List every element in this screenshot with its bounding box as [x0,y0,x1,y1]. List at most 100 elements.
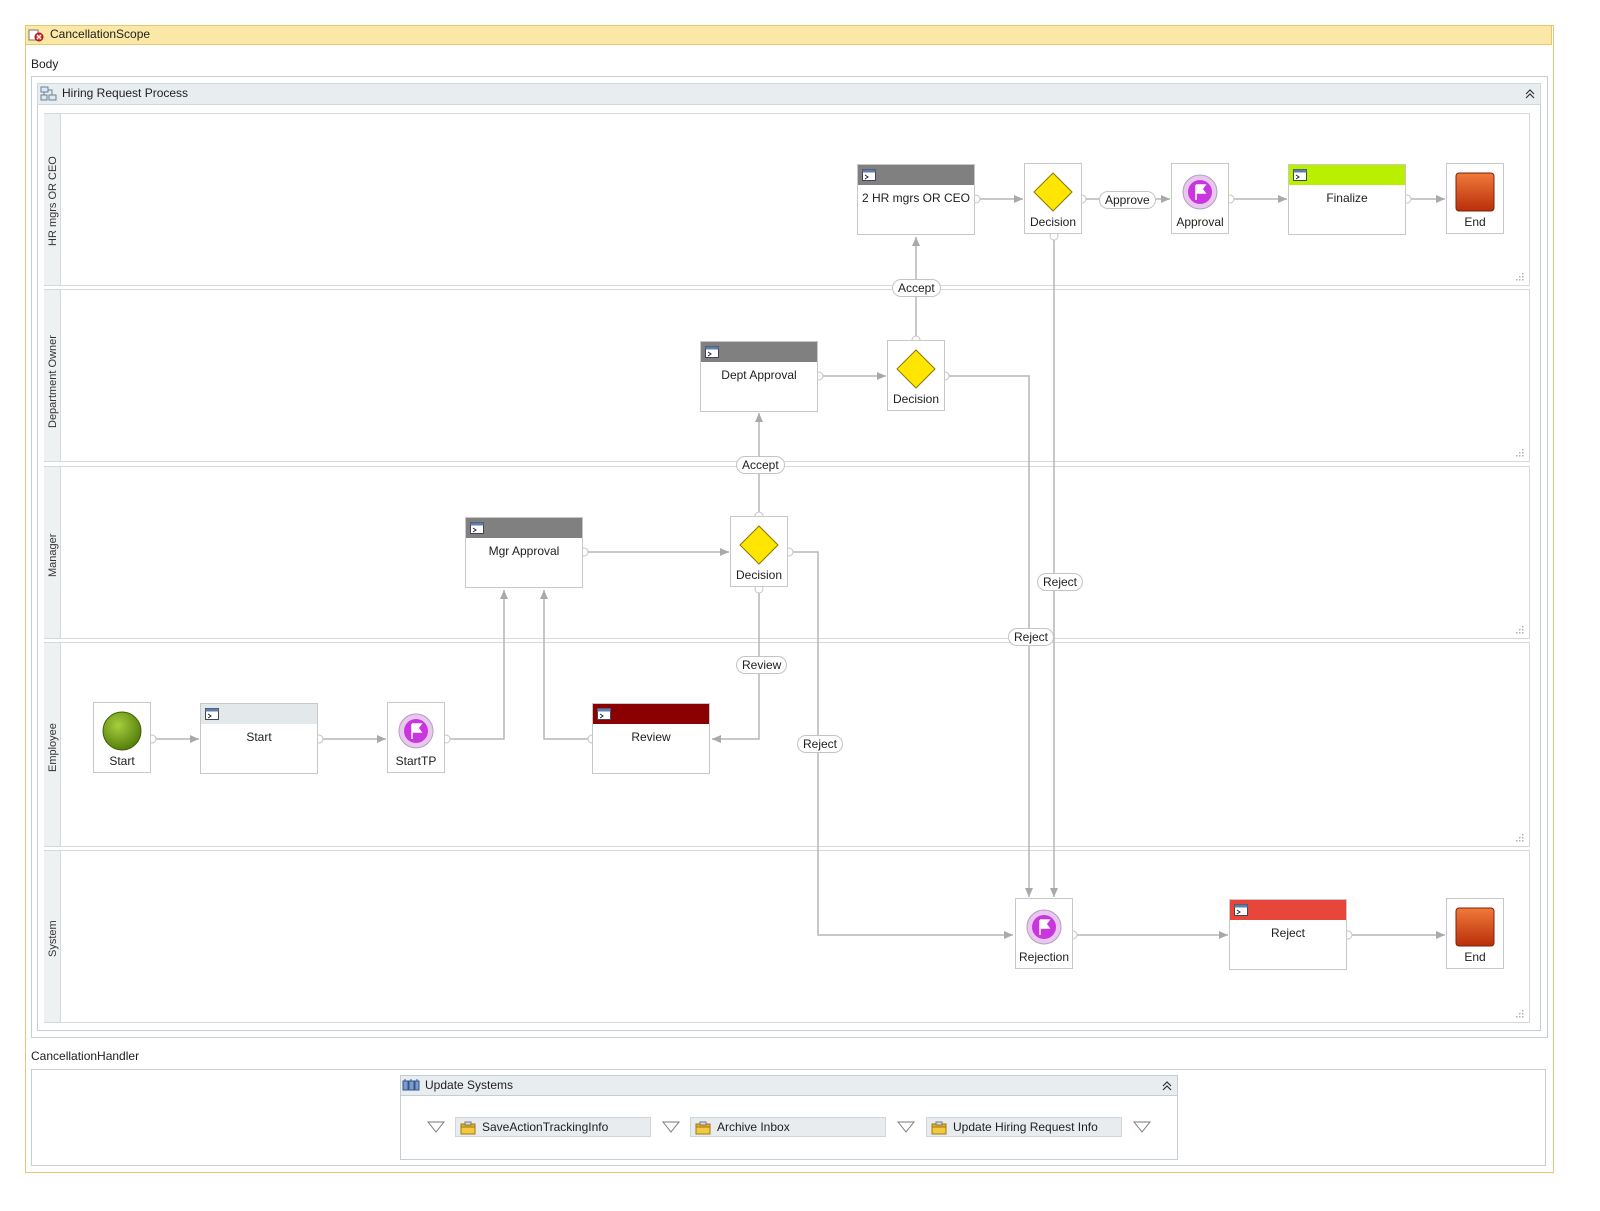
task-icon [597,708,611,720]
scope-title: CancellationScope [50,27,151,41]
activity-save-action-tracking[interactable]: SaveActionTrackingInfo [455,1117,651,1137]
activity-archive-inbox[interactable]: Archive Inbox [690,1117,886,1137]
task-start[interactable]: Start [200,703,318,774]
task-icon [705,346,719,358]
flow-starttp-to-mgr [446,590,508,740]
taskpoint-label: StartTP [395,754,437,768]
sequence-icon [402,1078,420,1092]
task-hr-approval[interactable]: 2 HR mgrs OR CEO [857,164,975,235]
drop-target-icon[interactable] [662,1121,680,1133]
body-container [31,76,1548,1038]
flow-mgr-decision-review [712,589,760,743]
task-icon [470,522,484,534]
lane-employee-header [44,643,61,846]
task-finalize[interactable]: Finalize [1288,164,1406,235]
starttp-taskpoint[interactable]: StartTP [387,702,445,773]
activity-label: Archive Inbox [717,1120,790,1134]
collapse-icon[interactable] [1523,87,1537,101]
label-reject-mgr[interactable]: Reject [797,735,844,753]
task-icon [1293,169,1307,181]
end-event-icon [1455,907,1495,947]
label-reject-hr[interactable]: Reject [1037,573,1084,591]
task-header-bar [701,342,817,362]
decision-mgr[interactable]: Decision [730,516,788,587]
flag-icon [1182,174,1218,210]
end-event-icon [1455,172,1495,212]
scope-header[interactable] [25,25,1552,45]
resize-grip-icon[interactable] [1514,271,1524,281]
rejection-taskpoint[interactable]: Rejection [1015,898,1073,969]
label-accept-dept[interactable]: Accept [736,456,785,474]
task-label: Dept Approval [721,368,797,382]
task-label: Mgr Approval [488,544,560,558]
cancellation-handler-container [31,1069,1546,1166]
collapse-icon[interactable] [1160,1079,1174,1093]
decision-label: Decision [1029,215,1077,229]
decision-diamond-icon [739,525,779,565]
task-dept-approval[interactable]: Dept Approval [700,341,818,412]
lane-dept-header [44,290,61,461]
taskpoint-label: Rejection [1018,950,1070,964]
taskpoint-label: Approval [1176,215,1224,229]
activity-icon [931,1121,947,1135]
resize-grip-icon[interactable] [1514,624,1524,634]
end-label: End [1464,215,1486,229]
task-label: Review [631,730,671,744]
update-systems-header[interactable] [400,1075,1178,1096]
label-reject-dept[interactable]: Reject [1008,628,1055,646]
resize-grip-icon[interactable] [1514,832,1524,842]
task-icon [205,708,219,720]
decision-hr[interactable]: Decision [1024,163,1082,234]
task-label: Start [246,730,272,744]
end-hr[interactable]: End [1446,163,1504,234]
task-header-bar [858,165,974,185]
task-header-bar [466,518,582,538]
scope-icon [28,28,44,42]
task-header-bar [1289,165,1405,185]
activity-icon [695,1121,711,1135]
cancellation-handler-label: CancellationHandler [31,1049,140,1063]
lane-system-header [44,851,61,1022]
resize-grip-icon[interactable] [1514,447,1524,457]
label-accept-hr[interactable]: Accept [892,279,941,297]
task-review[interactable]: Review [592,703,710,774]
task-header-bar [201,704,317,724]
drop-target-icon[interactable] [427,1121,445,1133]
task-header-bar [1230,900,1346,920]
process-header[interactable] [37,83,1541,105]
drop-target-icon[interactable] [897,1121,915,1133]
task-mgr-approval[interactable]: Mgr Approval [465,517,583,588]
start-event-icon [102,711,142,751]
decision-dept[interactable]: Decision [887,340,945,411]
task-reject[interactable]: Reject [1229,899,1347,970]
flag-icon [1026,909,1062,945]
task-label: Finalize [1326,191,1368,205]
activity-label: Update Hiring Request Info [953,1120,1098,1134]
update-systems-title: Update Systems [425,1078,514,1092]
flow-review-to-mgr [540,590,592,740]
approval-taskpoint[interactable]: Approval [1171,163,1229,234]
end-system[interactable]: End [1446,898,1504,969]
lane-hr-header [44,114,61,285]
label-approve[interactable]: Approve [1099,191,1156,209]
lane-manager-header [44,467,61,638]
resize-grip-icon[interactable] [1514,1008,1524,1018]
task-label: Reject [1270,926,1305,940]
task-header-bar [593,704,709,724]
decision-diamond-icon [1033,172,1073,212]
flow-dept-decision-reject [945,375,1033,897]
activity-update-hiring-request[interactable]: Update Hiring Request Info [926,1117,1122,1137]
decision-label: Decision [892,392,940,406]
flag-icon [398,713,434,749]
start-label: Start [109,754,135,768]
decision-label: Decision [735,568,783,582]
start-event[interactable]: Start [93,702,151,773]
drop-target-icon[interactable] [1133,1121,1151,1133]
activity-icon [460,1121,476,1135]
flowchart-icon [40,86,58,102]
label-review[interactable]: Review [736,656,788,674]
task-label: 2 HR mgrs OR CEO [862,191,971,205]
task-icon [862,169,876,181]
decision-diamond-icon [896,349,936,389]
